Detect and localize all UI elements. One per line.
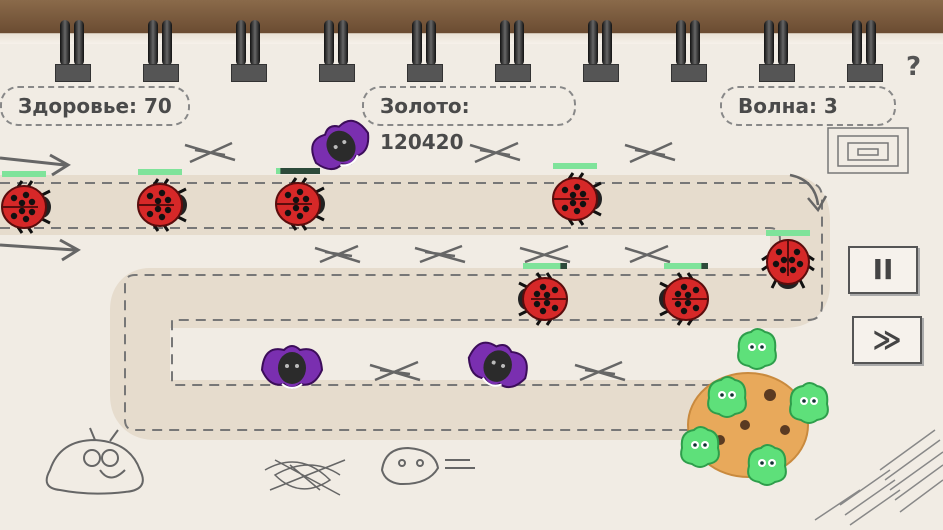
gold-label: Золото: 120420 <box>362 86 576 154</box>
health-bar-track <box>276 168 320 174</box>
binder-ring <box>847 20 883 82</box>
ladybug-enemy[interactable] <box>137 169 187 232</box>
ladybug-enemy[interactable] <box>1 171 51 234</box>
pause-button[interactable]: II <box>848 246 918 294</box>
build-slot-marks <box>184 141 676 382</box>
binder-ring <box>759 20 795 82</box>
ghost-doodle-icon <box>380 446 475 486</box>
health-bar-fill <box>766 230 810 236</box>
health-bar-fill <box>523 263 561 269</box>
binder-ring <box>319 20 355 82</box>
spiral-doodle-icon <box>827 127 909 174</box>
ladybug-enemy[interactable] <box>518 263 568 326</box>
ladybug-enemy[interactable] <box>761 230 815 289</box>
binder-ring <box>495 20 531 82</box>
ladybug-enemy[interactable] <box>659 263 709 326</box>
enemy-path <box>0 175 830 440</box>
binder-ring <box>143 20 179 82</box>
binder-ring <box>55 20 91 82</box>
health-bar-fill <box>553 163 597 169</box>
creature-doodle-icon <box>45 427 144 495</box>
bat-enemy[interactable] <box>304 112 377 178</box>
health-label: Здоровье: 70 <box>0 86 190 126</box>
help-button[interactable]: ? <box>906 52 922 82</box>
blob-turret[interactable] <box>737 328 777 370</box>
ladybug-enemy[interactable] <box>552 163 602 226</box>
bat-enemy[interactable] <box>260 345 324 389</box>
blob-turret[interactable] <box>707 376 747 418</box>
wave-label: Волна: 3 <box>720 86 896 126</box>
binder-ring <box>671 20 707 82</box>
bat-enemy[interactable] <box>463 335 534 395</box>
health-bar-fill <box>138 169 182 175</box>
binder-ring <box>231 20 267 82</box>
binder-ring <box>583 20 619 82</box>
binder-ring <box>407 20 443 82</box>
fast-forward-button[interactable]: ≫ <box>852 316 922 364</box>
entry-arrows-icon <box>0 153 81 262</box>
exit-arrow-icon <box>789 173 828 213</box>
ladybug-enemy[interactable] <box>275 168 325 231</box>
scribble-doodle <box>264 459 346 496</box>
blob-turret[interactable] <box>789 382 829 424</box>
hatching-doodle <box>814 429 943 526</box>
health-bar-fill <box>276 168 281 174</box>
blob-turret[interactable] <box>680 426 720 468</box>
cookie-tower[interactable] <box>680 328 829 486</box>
health-bar-fill <box>664 263 702 269</box>
health-bar-fill <box>2 171 46 177</box>
blob-turret[interactable] <box>747 444 787 486</box>
